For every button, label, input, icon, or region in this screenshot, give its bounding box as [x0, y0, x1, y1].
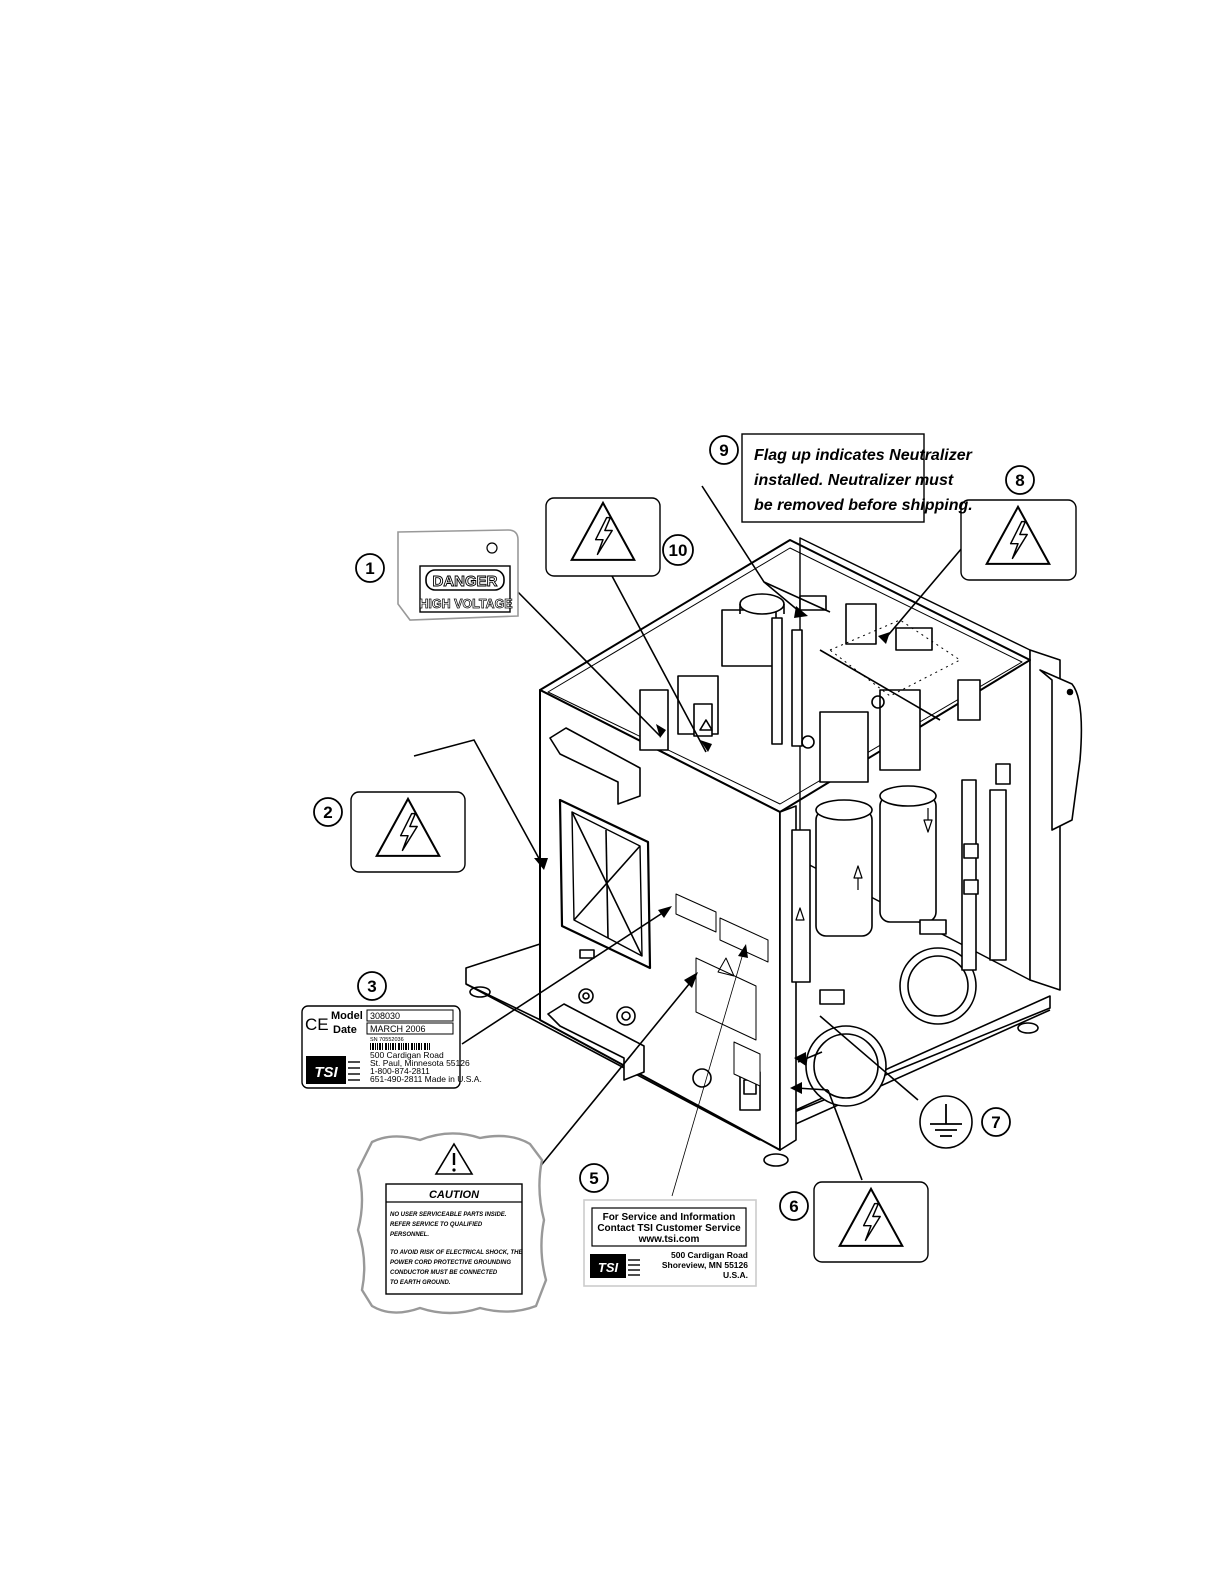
svg-text:CAUTION: CAUTION — [429, 1189, 480, 1201]
svg-text:TSI: TSI — [598, 1260, 619, 1275]
svg-text:500 Cardigan Road: 500 Cardigan Road — [671, 1250, 748, 1260]
svg-text:be removed before shipping.: be removed before shipping. — [754, 497, 973, 514]
svg-text:5: 5 — [589, 1169, 598, 1188]
label-10-high-voltage-triangle — [545, 497, 661, 577]
label-3-model-serial: CE Model Date 308030 MARCH 2006 SN 70552… — [301, 1005, 482, 1089]
svg-text:Flag up indicates Neutralizer: Flag up indicates Neutralizer — [754, 447, 973, 464]
label-1-danger-high-voltage: DANGER HIGH VOLTAGE — [397, 529, 519, 621]
callout-1: 1 — [355, 553, 385, 583]
ground-icon — [930, 1104, 962, 1137]
svg-text:6: 6 — [789, 1197, 798, 1216]
label-9-neutralizer-flag: Flag up indicates Neutralizer installed.… — [741, 433, 973, 523]
svg-text:NO USER SERVICEABLE PARTS INSI: NO USER SERVICEABLE PARTS INSIDE. — [390, 1212, 507, 1218]
svg-text:2: 2 — [323, 803, 332, 822]
svg-text:Date: Date — [333, 1024, 357, 1036]
svg-text:SN 70552036: SN 70552036 — [370, 1037, 404, 1043]
tsi-logo: TSI — [590, 1254, 640, 1278]
svg-text:10: 10 — [669, 541, 688, 560]
svg-text:Model: Model — [331, 1010, 363, 1022]
svg-text:500 Cardigan Road: 500 Cardigan Road — [370, 1050, 444, 1060]
svg-text:HIGH VOLTAGE: HIGH VOLTAGE — [419, 597, 512, 611]
svg-text:8: 8 — [1015, 471, 1024, 490]
callout-2: 2 — [313, 797, 343, 827]
svg-text:TO EARTH GROUND.: TO EARTH GROUND. — [390, 1280, 451, 1286]
svg-text:1-800-874-2811: 1-800-874-2811 — [370, 1066, 430, 1076]
svg-text:For Service and Information: For Service and Information — [603, 1212, 736, 1223]
leader-lines — [413, 485, 963, 1197]
svg-text:3: 3 — [367, 977, 376, 996]
svg-text:REFER SERVICE TO QUALIFIED: REFER SERVICE TO QUALIFIED — [390, 1222, 483, 1228]
svg-text:9: 9 — [719, 441, 728, 460]
svg-text:POWER CORD PROTECTIVE GROUNDIN: POWER CORD PROTECTIVE GROUNDING — [390, 1260, 511, 1266]
callout-5: 5 — [579, 1163, 609, 1193]
svg-text:DANGER: DANGER — [432, 573, 497, 590]
callout-9: 9 — [709, 435, 739, 465]
svg-text:Shoreview, MN 55126: Shoreview, MN 55126 — [662, 1260, 748, 1270]
svg-text:308030: 308030 — [370, 1011, 400, 1021]
callout-8: 8 — [1005, 465, 1035, 495]
svg-text:installed. Neutralizer must: installed. Neutralizer must — [754, 472, 954, 489]
label-6-high-voltage-triangle — [813, 1181, 929, 1263]
svg-text:St. Paul, Minnesota 55126: St. Paul, Minnesota 55126 — [370, 1058, 470, 1068]
svg-text:7: 7 — [991, 1113, 1000, 1132]
callout-10: 10 — [662, 534, 694, 566]
label-2-high-voltage-triangle — [350, 791, 466, 873]
label-7-protective-ground — [919, 1095, 973, 1149]
tsi-logo: TSI — [306, 1056, 360, 1084]
warning-triangle-icon — [434, 1142, 474, 1175]
svg-text:651-490-2811 Made in U.S.A.: 651-490-2811 Made in U.S.A. — [370, 1074, 482, 1084]
label-5-service-information: For Service and Information Contact TSI … — [583, 1199, 757, 1287]
svg-text:www.tsi.com: www.tsi.com — [638, 1234, 700, 1245]
svg-text:CE: CE — [305, 1015, 329, 1034]
callout-7: 7 — [981, 1107, 1011, 1137]
svg-text:TSI: TSI — [314, 1064, 338, 1081]
svg-text:1: 1 — [365, 559, 374, 578]
svg-text:U.S.A.: U.S.A. — [723, 1270, 748, 1280]
svg-text:PERSONNEL.: PERSONNEL. — [390, 1232, 429, 1238]
label-8-high-voltage-triangle — [960, 499, 1077, 581]
svg-text:CONDUCTOR MUST BE CONNECTED: CONDUCTOR MUST BE CONNECTED — [390, 1270, 498, 1276]
callout-6: 6 — [779, 1191, 809, 1221]
leader-arrowheads — [534, 606, 890, 1094]
svg-text:MARCH 2006: MARCH 2006 — [370, 1024, 426, 1034]
barcode — [370, 1043, 430, 1050]
label-4-caution: CAUTION NO USER SERVICEABLE PARTS INSIDE… — [356, 1132, 548, 1315]
svg-text:TO AVOID RISK OF ELECTRICAL SH: TO AVOID RISK OF ELECTRICAL SHOCK, THE — [390, 1250, 523, 1256]
svg-text:Contact TSI Customer Service: Contact TSI Customer Service — [597, 1223, 741, 1234]
callout-3: 3 — [357, 971, 387, 1001]
